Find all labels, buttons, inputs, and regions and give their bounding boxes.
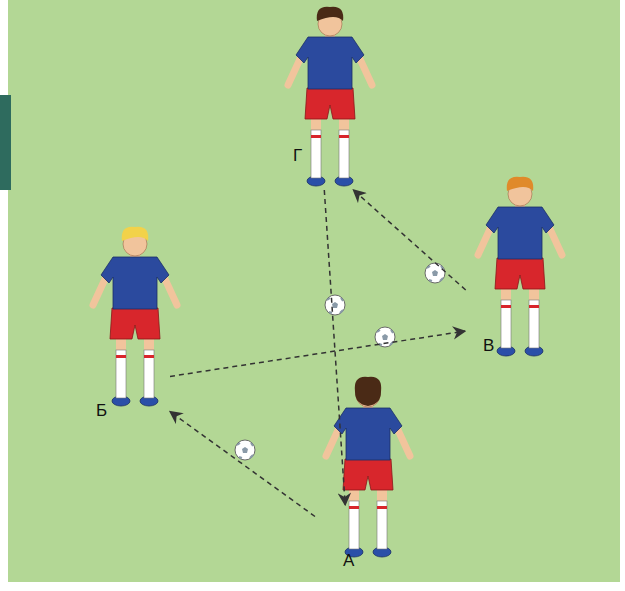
ball (375, 327, 395, 347)
hair (122, 227, 148, 241)
player-letter: А (343, 552, 354, 569)
hair (507, 177, 533, 191)
pitch (8, 0, 620, 582)
player-a (326, 383, 410, 557)
hair (355, 377, 381, 406)
edge-strip (0, 95, 11, 190)
player-letter: В (483, 337, 494, 354)
ball (235, 440, 255, 460)
pass-arrow (324, 190, 345, 505)
ball (325, 295, 345, 315)
player-node: Г (285, 135, 360, 190)
player-node: В (465, 290, 545, 360)
player-letter: Б (96, 402, 107, 419)
ball (425, 263, 445, 283)
player-b (93, 232, 177, 406)
player-g (288, 12, 372, 186)
pass-arrow (170, 331, 465, 376)
player-letter: Г (293, 147, 302, 164)
player-v (478, 182, 562, 356)
hair (317, 7, 343, 21)
player-node: А (315, 505, 380, 575)
pass-arrow (170, 412, 315, 517)
pass-arrow (353, 190, 465, 290)
player-node: Б (90, 350, 170, 415)
